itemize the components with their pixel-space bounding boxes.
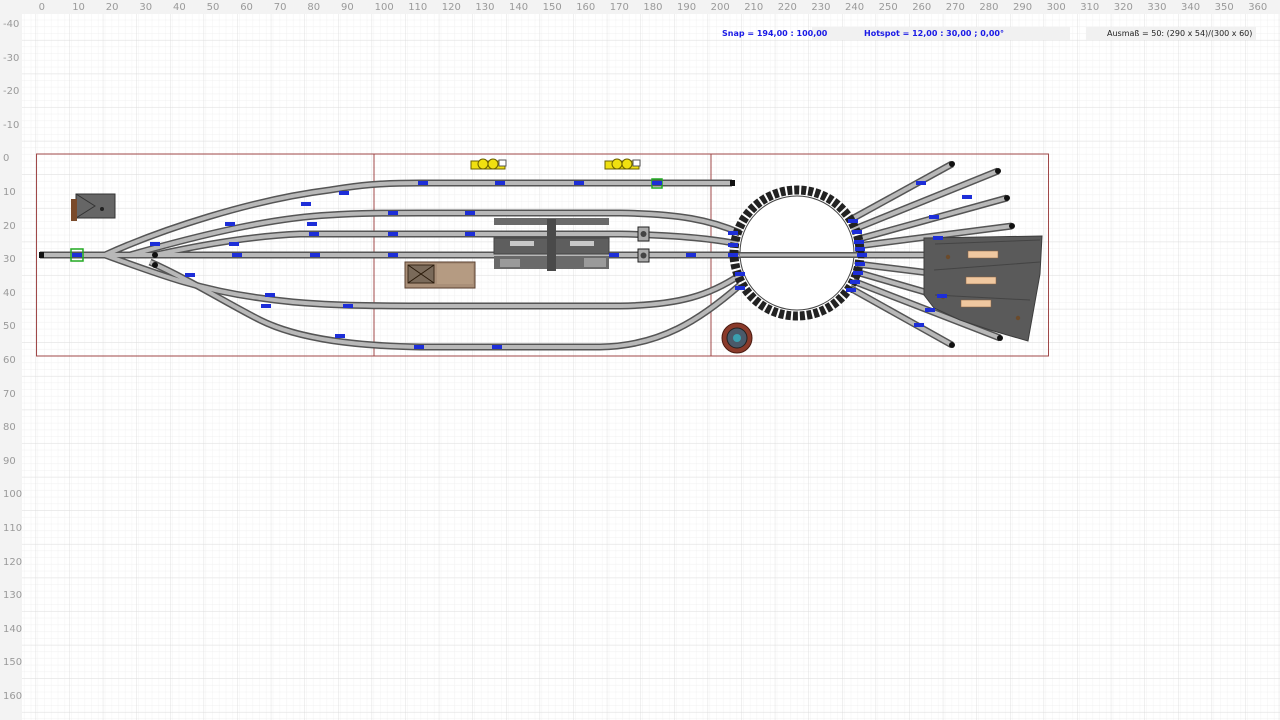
ruler-x-label: 310 <box>1080 2 1100 13</box>
ruler-x-label: 60 <box>240 2 253 13</box>
ruler-x-label: 150 <box>542 2 562 13</box>
ruler-y-label: 0 <box>3 153 10 165</box>
ruler-x-label: 290 <box>1013 2 1033 13</box>
house[interactable] <box>71 193 116 221</box>
ruler-x-label: 320 <box>1113 2 1133 13</box>
ruler-y-label: 50 <box>3 321 16 333</box>
extent-readout: Ausmaß = 50: (290 x 54)/(300 x 60) <box>1107 29 1253 38</box>
warehouse[interactable] <box>404 261 476 289</box>
board-outline <box>36 153 1049 357</box>
ruler-x-label: 280 <box>979 2 999 13</box>
ruler-x-label: 250 <box>878 2 898 13</box>
ruler-y-label: 40 <box>3 287 16 299</box>
ruler-y-label: -40 <box>3 19 20 30</box>
ruler-left: -40 -30 -20 -10 0 10 20 30 40 50 60 70 80 90 100 110 120… <box>0 0 22 720</box>
ruler-x-label: 80 <box>307 2 321 13</box>
ruler-y-label: 70 <box>3 388 16 400</box>
ruler-y-label: -20 <box>3 86 20 98</box>
ruler-x-label: 200 <box>710 2 730 13</box>
ruler-y-label: -10 <box>3 119 20 131</box>
ruler-top: -100102030405060708090100110120130140150… <box>0 0 1280 14</box>
ruler-x-label: 350 <box>1214 2 1234 13</box>
track-sensors[interactable] <box>72 181 972 349</box>
ruler-x-label: 340 <box>1181 2 1201 13</box>
ruler-x-label: 160 <box>576 2 596 13</box>
ruler-x-label: 70 <box>273 2 287 13</box>
signal-icon[interactable] <box>637 226 650 242</box>
ruler-y-label: 20 <box>3 220 16 232</box>
ruler-x-label: 30 <box>139 2 153 13</box>
locomotive-icon[interactable] <box>470 158 507 170</box>
ruler-y-label: 160 <box>3 691 23 702</box>
ruler-x-label: 210 <box>744 2 764 13</box>
locomotive-icon[interactable] <box>604 158 641 170</box>
ruler-y-label: 80 <box>3 422 16 434</box>
ruler-x-label: 270 <box>945 2 965 13</box>
ruler-x-label: 0 <box>38 2 45 13</box>
ruler-x-label: 100 <box>374 2 394 13</box>
ruler-x-label: 300 <box>1046 2 1066 13</box>
ruler-x-label: 90 <box>341 2 354 13</box>
ruler-y-label: 30 <box>3 254 16 266</box>
ruler-y-label: 90 <box>3 455 16 467</box>
ruler-x-label: 230 <box>811 2 831 13</box>
ruler-x-label: 260 <box>912 2 932 13</box>
selection-marker[interactable] <box>70 248 84 262</box>
ruler-x-label: 360 <box>1248 2 1268 13</box>
ruler-x-label: 130 <box>475 2 495 13</box>
ruler-y-label: 130 <box>3 590 23 602</box>
ruler-y-label: 110 <box>3 523 23 534</box>
ruler-x-label: 330 <box>1147 2 1167 13</box>
snap-readout: Snap = 194,00 : 100,00 <box>722 29 828 38</box>
ruler-y-label: 60 <box>3 355 16 366</box>
signal-icon[interactable] <box>637 248 650 263</box>
ruler-x-label: 170 <box>609 2 629 13</box>
ruler-x-label: 220 <box>777 2 797 13</box>
ruler-x-label: 20 <box>105 2 119 13</box>
ruler-x-label: 180 <box>643 2 663 13</box>
turntable[interactable] <box>729 185 865 321</box>
hotspot-readout: Hotspot = 12,00 : 30,00 ; 0,00° <box>864 29 1004 38</box>
ruler-x-label: 120 <box>441 2 461 13</box>
ruler-x-label: 240 <box>845 2 865 13</box>
status-bar <box>1086 27 1256 40</box>
ruler-x-label: 110 <box>408 2 428 13</box>
station-platform[interactable] <box>493 218 610 271</box>
ruler-x-label: 140 <box>509 2 529 13</box>
ruler-x-label: 190 <box>677 2 697 13</box>
grid <box>22 14 1280 720</box>
ruler-y-label: 140 <box>3 623 23 635</box>
ruler-y-label: 10 <box>3 187 16 198</box>
ruler-x-label: 10 <box>72 2 85 13</box>
ruler-y-label: 100 <box>3 489 23 501</box>
water-tower-icon[interactable] <box>721 322 753 354</box>
ruler-x-label: 50 <box>206 2 220 13</box>
ruler-y-label: 120 <box>3 556 23 568</box>
ruler-x-label: 40 <box>173 2 186 13</box>
ruler-y-label: -30 <box>3 52 20 64</box>
status-bar <box>812 27 1070 40</box>
ruler-y-label: 150 <box>3 657 23 669</box>
roundhouse-shed[interactable] <box>923 235 1043 342</box>
